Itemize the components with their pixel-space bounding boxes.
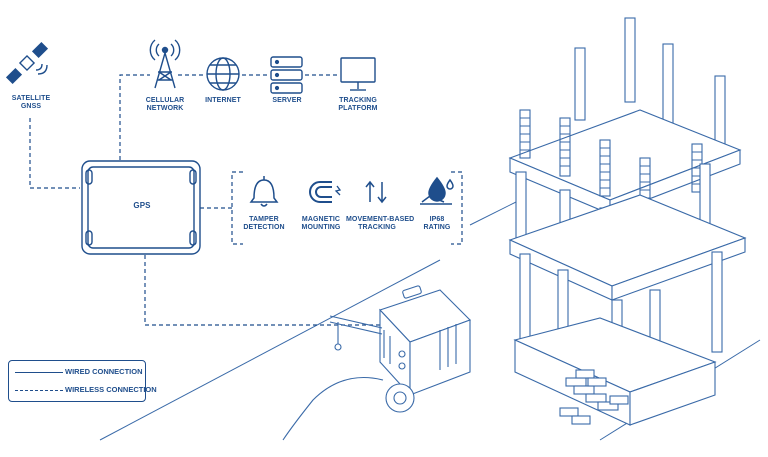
feature-tamper-detection-label: TAMPER DETECTION	[240, 216, 288, 232]
cell-tower-icon	[149, 39, 181, 89]
satellite-label: SATELLITE GNSS	[4, 95, 58, 111]
tracking-platform-label-line2: PLATFORM	[338, 105, 378, 112]
building-illustration	[508, 17, 747, 426]
feature-magnetic-line2: MOUNTING	[301, 224, 341, 231]
monitor-icon	[340, 57, 376, 91]
feature-ip68-rating-label: IP68 RATING	[414, 216, 460, 232]
tracking-platform-label: TRACKING PLATFORM	[330, 97, 386, 113]
satellite-label-line1: SATELLITE	[11, 95, 51, 102]
feature-ip68-line1: IP68	[429, 216, 445, 223]
feature-ip68-line2: RATING	[423, 224, 451, 231]
legend-wired-row: WIRED CONNECTION	[15, 367, 143, 377]
tracking-platform-label-line1: TRACKING	[339, 97, 377, 104]
feature-movement-tracking-label: MOVEMENT-BASED TRACKING	[346, 216, 415, 232]
internet-label-line1: INTERNET	[205, 97, 241, 104]
cellular-label: CELLULAR NETWORK	[138, 97, 192, 113]
cellular-label-line2: NETWORK	[146, 105, 184, 112]
generator-illustration	[282, 285, 471, 441]
legend-wireless-row: WIRELESS CONNECTION	[15, 385, 157, 395]
legend-wireless-text: WIRELESS CONNECTION	[65, 385, 157, 394]
internet-label: INTERNET	[198, 97, 248, 105]
server-icon	[270, 56, 303, 94]
satellite-icon	[5, 41, 49, 85]
feature-movement-line1: MOVEMENT-BASED	[346, 216, 415, 223]
server-label: SERVER	[262, 97, 312, 105]
legend-wired-line	[15, 372, 63, 373]
feature-magnetic-line1: MAGNETIC	[301, 216, 341, 223]
feature-tamper-line1: TAMPER	[249, 216, 279, 223]
wireless-connections	[29, 74, 380, 326]
feature-magnetic-mounting-label: MAGNETIC MOUNTING	[296, 216, 346, 232]
gps-device-box	[81, 160, 201, 255]
legend: WIRED CONNECTION WIRELESS CONNECTION	[8, 360, 157, 402]
gps-device-label: GPS	[133, 201, 151, 210]
water-drop-icon	[420, 176, 454, 205]
legend-wired-text: WIRED CONNECTION	[65, 367, 143, 376]
cellular-label-line1: CELLULAR	[145, 97, 185, 104]
magnet-icon	[309, 181, 342, 203]
feature-tamper-line2: DETECTION	[243, 224, 285, 231]
up-down-arrows-icon	[365, 180, 387, 204]
server-label-line1: SERVER	[272, 97, 302, 104]
globe-icon	[206, 57, 240, 91]
feature-movement-line2: TRACKING	[358, 224, 396, 231]
legend-wireless-line	[15, 390, 63, 391]
satellite-label-line2: GNSS	[20, 103, 42, 110]
bell-icon	[249, 176, 279, 207]
feature-bracket	[231, 171, 463, 245]
